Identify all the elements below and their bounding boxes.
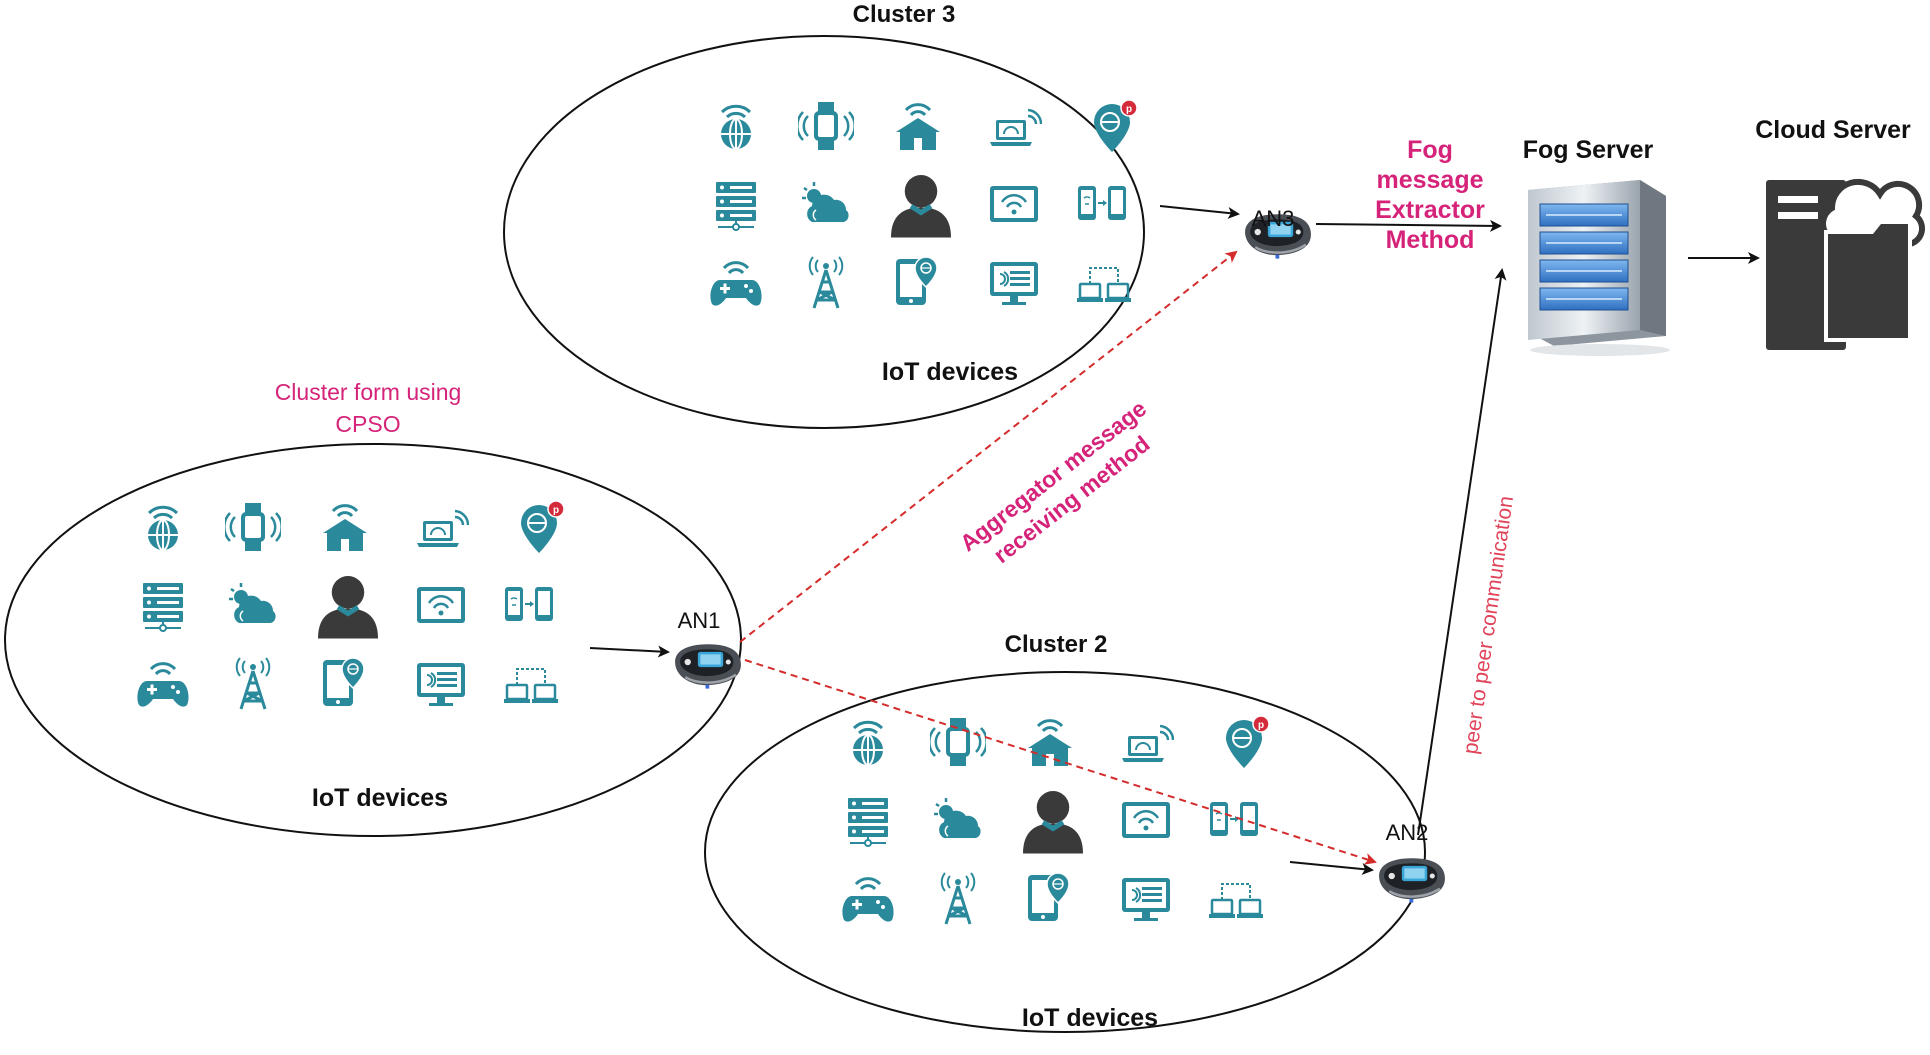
an3-to-fog-arrow	[1315, 219, 1502, 232]
fog-server: Fog Server	[1523, 136, 1670, 356]
aggregator-node-an2-icon	[1377, 856, 1447, 904]
fog-method-annotation: Fog message Extractor Method	[1375, 136, 1485, 254]
cloud-server-label: Cloud Server	[1755, 116, 1911, 144]
cluster-2: Cluster 2 IoT devices AN2	[704, 631, 1447, 1033]
peer-annotation: peer to peer communication	[1459, 495, 1518, 756]
an2-label: AN2	[1386, 820, 1429, 845]
cloud-server: Cloud Server	[1755, 116, 1925, 350]
aggregator-annotation: Aggregator message receiving method	[955, 395, 1155, 568]
peer-annotation-text: peer to peer communication	[1459, 495, 1518, 756]
cluster-2-devices-label: IoT devices	[1022, 1004, 1158, 1032]
cloud-server-icon	[1766, 178, 1925, 350]
cluster-3-devices-label: IoT devices	[882, 358, 1018, 386]
fog-annotation-line2: message	[1376, 166, 1483, 194]
fog-annotation-line1: Fog	[1407, 136, 1453, 164]
cluster-1-devices-label: IoT devices	[312, 784, 448, 812]
cluster-2-title: Cluster 2	[1005, 631, 1108, 658]
cluster-3: Cluster 3 IoT devices AN3	[503, 1, 1313, 429]
cluster-3-title: Cluster 3	[853, 1, 956, 28]
fog-annotation-line4: Method	[1386, 226, 1475, 254]
fog-server-icon	[1528, 180, 1670, 356]
aggregator-node-an1-icon	[673, 642, 743, 690]
fog-annotation-line3: Extractor	[1375, 196, 1485, 224]
fog-server-label: Fog Server	[1523, 136, 1654, 164]
an2-to-fog-arrow	[1417, 268, 1507, 836]
an3-label: AN3	[1252, 206, 1295, 231]
cluster-1: IoT devices AN1	[4, 443, 743, 837]
cluster-form-annotation-line1: Cluster form using	[275, 379, 462, 405]
an1-label: AN1	[678, 608, 721, 633]
an1-to-an2-dashed-arrow	[744, 659, 1377, 865]
an1-to-an3-dashed-arrow	[739, 250, 1238, 643]
cluster-form-annotation-line2: CPSO	[335, 411, 400, 437]
